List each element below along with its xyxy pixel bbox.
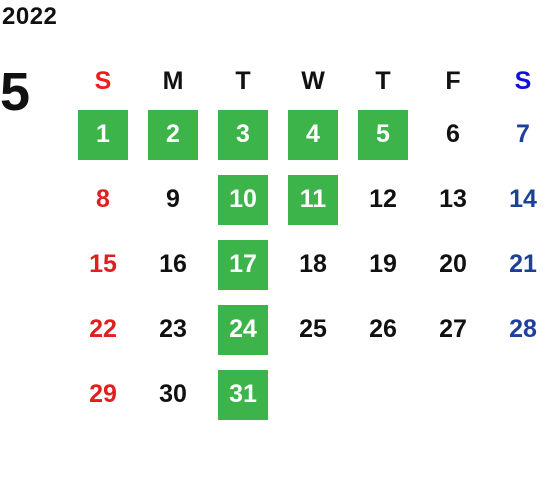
day-cell[interactable]: 24 [208, 297, 278, 362]
day-number: 7 [516, 120, 530, 148]
day-number: 4 [288, 109, 338, 160]
day-number: 27 [439, 315, 467, 343]
day-number: 17 [218, 239, 268, 290]
day-cell[interactable]: 5 [348, 102, 418, 167]
day-number: 22 [89, 315, 117, 343]
weekday-header-tuesday: T [235, 66, 251, 95]
day-cell[interactable]: 12 [348, 167, 418, 232]
weekday-header-sunday: S [94, 66, 112, 95]
day-cell[interactable]: 6 [418, 102, 488, 167]
day-number: 20 [439, 250, 467, 278]
day-number: 16 [159, 250, 187, 278]
weekday-header-wednesday: W [301, 66, 325, 95]
day-cell[interactable]: 31 [208, 362, 278, 427]
day-cell[interactable]: 26 [348, 297, 418, 362]
day-cell[interactable]: 30 [138, 362, 208, 427]
day-cell[interactable]: 21 [488, 232, 548, 297]
day-cell[interactable]: 17 [208, 232, 278, 297]
day-number: 1 [78, 109, 128, 160]
day-number: 12 [369, 185, 397, 213]
day-cell[interactable]: 10 [208, 167, 278, 232]
day-number: 18 [299, 250, 327, 278]
day-cell[interactable]: 4 [278, 102, 348, 167]
day-number: 5 [358, 109, 408, 160]
day-cell[interactable]: 27 [418, 297, 488, 362]
day-number: 23 [159, 315, 187, 343]
day-cell[interactable]: 9 [138, 167, 208, 232]
day-cell[interactable]: 25 [278, 297, 348, 362]
year-label: 2022 [2, 3, 58, 30]
day-cell[interactable]: 29 [68, 362, 138, 427]
day-number: 29 [89, 380, 117, 408]
day-cell[interactable]: 16 [138, 232, 208, 297]
calendar-grid: S M T W T F S 1 2 3 4 5 6 7 8 9 10 11 12… [68, 60, 548, 427]
day-number: 2 [148, 109, 198, 160]
day-number: 15 [89, 250, 117, 278]
day-cell[interactable]: 19 [348, 232, 418, 297]
day-cell[interactable]: 15 [68, 232, 138, 297]
day-number: 8 [96, 185, 110, 213]
day-cell[interactable]: 20 [418, 232, 488, 297]
day-cell[interactable]: 8 [68, 167, 138, 232]
weekday-header-monday: M [162, 66, 184, 95]
day-number: 24 [218, 304, 268, 355]
day-cell[interactable]: 14 [488, 167, 548, 232]
day-cell[interactable]: 2 [138, 102, 208, 167]
day-cell[interactable]: 13 [418, 167, 488, 232]
weekday-header-friday: F [445, 66, 461, 95]
weekday-header-thursday: T [375, 66, 391, 95]
day-cell[interactable]: 23 [138, 297, 208, 362]
day-number: 11 [288, 174, 338, 225]
day-number: 21 [509, 250, 537, 278]
day-cell[interactable]: 3 [208, 102, 278, 167]
day-number: 3 [218, 109, 268, 160]
weekday-header-saturday: S [514, 66, 532, 95]
day-number: 30 [159, 380, 187, 408]
day-cell[interactable]: 28 [488, 297, 548, 362]
day-number: 14 [509, 185, 537, 213]
day-number: 28 [509, 315, 537, 343]
day-number: 13 [439, 185, 467, 213]
day-number: 19 [369, 250, 397, 278]
day-number: 9 [166, 185, 180, 213]
day-number: 10 [218, 174, 268, 225]
month-number: 5 [0, 62, 31, 122]
day-cell[interactable]: 7 [488, 102, 548, 167]
day-cell[interactable]: 22 [68, 297, 138, 362]
day-number: 31 [218, 369, 268, 420]
day-cell[interactable]: 11 [278, 167, 348, 232]
day-number: 25 [299, 315, 327, 343]
day-cell[interactable]: 1 [68, 102, 138, 167]
day-cell[interactable]: 18 [278, 232, 348, 297]
day-number: 6 [446, 120, 460, 148]
day-number: 26 [369, 315, 397, 343]
